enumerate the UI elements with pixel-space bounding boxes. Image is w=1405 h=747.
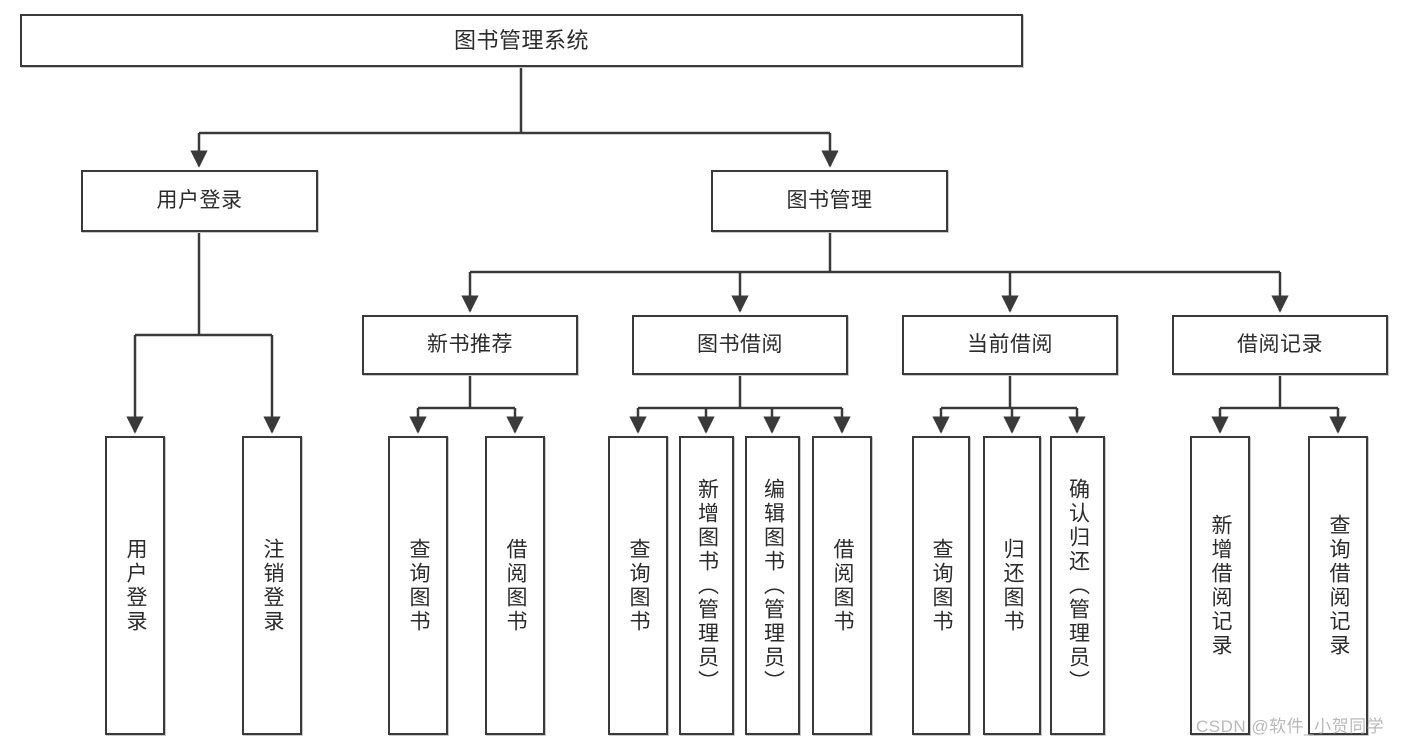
node-root[interactable]: 图书管理系统 xyxy=(20,14,1023,67)
node-new-book-recommend[interactable]: 新书推荐 xyxy=(362,315,578,375)
leaf-add-book-admin-label: 新增图书（管理员） xyxy=(695,477,719,694)
node-current-borrow[interactable]: 当前借阅 xyxy=(902,315,1118,375)
node-user-login[interactable]: 用户登录 xyxy=(81,170,318,232)
leaf-logout[interactable]: 注销登录 xyxy=(242,436,302,735)
leaf-add-book-admin[interactable]: 新增图书（管理员） xyxy=(679,436,734,735)
leaf-logout-label: 注销登录 xyxy=(261,537,285,634)
leaf-return-books-label: 归还图书 xyxy=(1001,537,1025,634)
leaf-borrow-books[interactable]: 借阅图书 xyxy=(812,436,872,735)
leaf-add-borrow-record-label: 新增借阅记录 xyxy=(1209,513,1233,658)
node-book-borrow-label: 图书借阅 xyxy=(697,332,783,356)
leaf-edit-book-admin[interactable]: 编辑图书（管理员） xyxy=(745,436,800,735)
leaf-edit-book-admin-label: 编辑图书（管理员） xyxy=(761,477,785,694)
leaf-borrow-books-newbook[interactable]: 借阅图书 xyxy=(485,436,545,735)
node-user-login-label: 用户登录 xyxy=(156,188,243,212)
leaf-user-login[interactable]: 用户登录 xyxy=(105,436,165,735)
node-book-management-label: 图书管理 xyxy=(786,188,873,212)
node-borrow-records[interactable]: 借阅记录 xyxy=(1172,315,1388,375)
leaf-borrow-books-newbook-label: 借阅图书 xyxy=(504,537,528,634)
leaf-query-books-borrow-label: 查询图书 xyxy=(627,537,651,634)
node-borrow-records-label: 借阅记录 xyxy=(1237,332,1323,356)
leaf-query-books-current-label: 查询图书 xyxy=(930,537,954,634)
node-root-label: 图书管理系统 xyxy=(453,27,589,53)
leaf-query-books-current[interactable]: 查询图书 xyxy=(912,436,970,735)
leaf-query-borrow-record[interactable]: 查询借阅记录 xyxy=(1308,436,1368,735)
leaf-confirm-return-admin-label: 确认归还（管理员） xyxy=(1066,477,1090,694)
leaf-query-borrow-record-label: 查询借阅记录 xyxy=(1327,513,1351,658)
node-current-borrow-label: 当前借阅 xyxy=(967,332,1053,356)
leaf-borrow-books-label: 借阅图书 xyxy=(831,537,855,634)
leaf-query-books-newbook[interactable]: 查询图书 xyxy=(388,436,448,735)
leaf-confirm-return-admin[interactable]: 确认归还（管理员） xyxy=(1050,436,1105,735)
leaf-query-books-newbook-label: 查询图书 xyxy=(407,537,431,634)
node-book-management[interactable]: 图书管理 xyxy=(711,170,948,232)
watermark: CSDN @软件_小贺同学 xyxy=(1196,717,1385,736)
leaf-return-books[interactable]: 归还图书 xyxy=(983,436,1041,735)
leaf-user-login-label: 用户登录 xyxy=(124,537,148,634)
leaf-add-borrow-record[interactable]: 新增借阅记录 xyxy=(1190,436,1250,735)
leaf-query-books-borrow[interactable]: 查询图书 xyxy=(608,436,668,735)
node-book-borrow[interactable]: 图书借阅 xyxy=(632,315,848,375)
node-new-book-recommend-label: 新书推荐 xyxy=(427,332,513,356)
